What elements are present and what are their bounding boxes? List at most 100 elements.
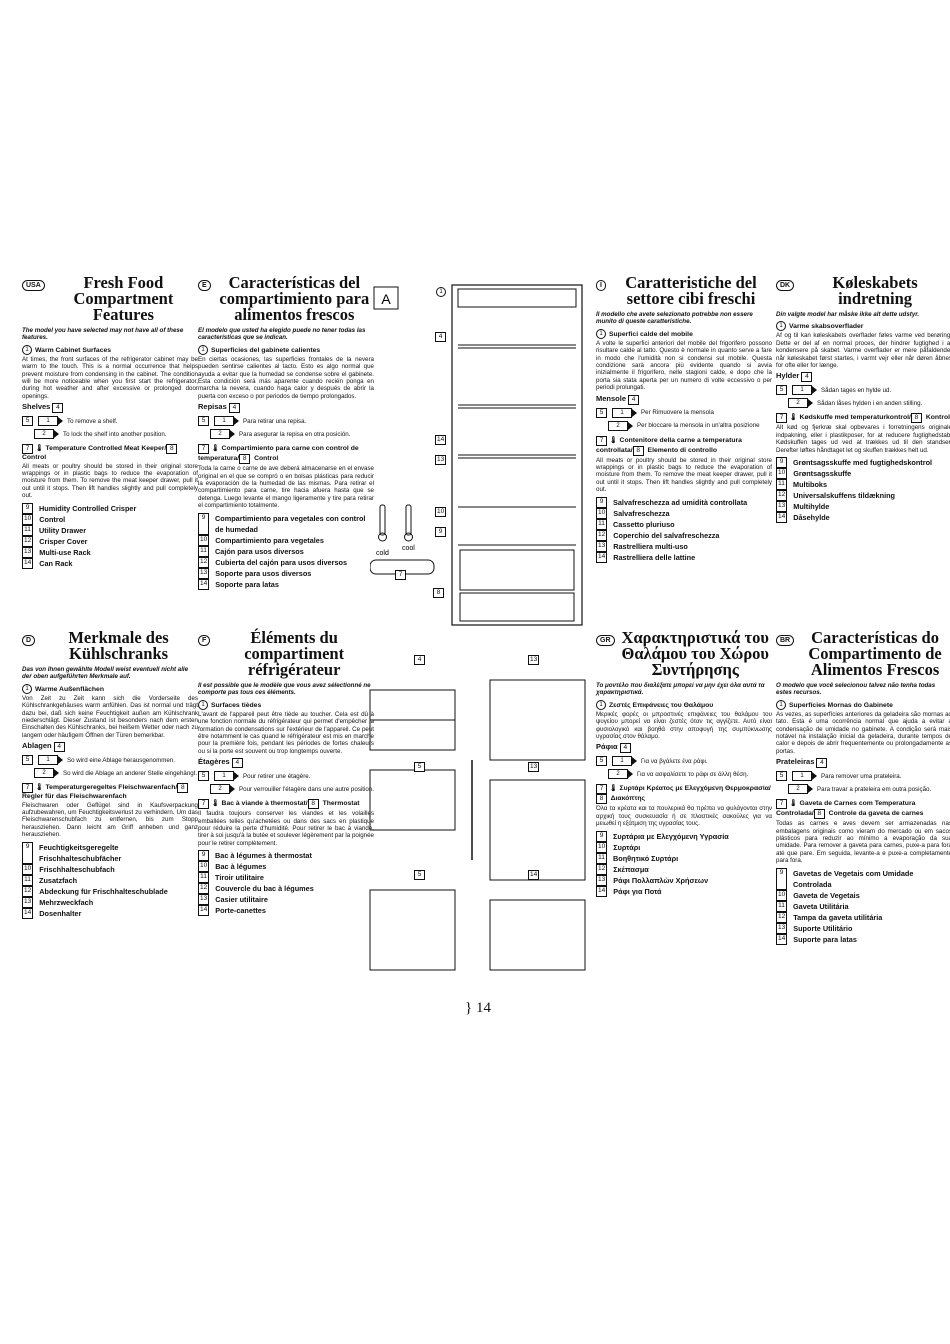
item-label: Abdeckung für Frischhalteschublade bbox=[39, 886, 168, 896]
section-title: Características do Compartimento de Alim… bbox=[808, 628, 942, 679]
temperature-control-heading: 7🌡 Bac à viande à thermostat/8 Thermosta… bbox=[198, 799, 374, 810]
item-number: 11 bbox=[776, 900, 787, 912]
item-label: Universalskuffens tildækning bbox=[793, 491, 896, 501]
item-number: 10 bbox=[22, 513, 34, 525]
language-badge: USA bbox=[22, 280, 45, 291]
figure-a-label-box bbox=[373, 286, 399, 310]
item-number: 13 bbox=[776, 922, 788, 934]
callout-number: 1 bbox=[198, 699, 208, 710]
fig-b-callout-5a: 5 bbox=[414, 762, 427, 772]
language-badge: I bbox=[596, 280, 606, 291]
thermometer-icons bbox=[370, 504, 435, 575]
item-number: 14 bbox=[22, 557, 34, 569]
cool-label: cool bbox=[402, 545, 415, 552]
item-label: Cubierta del cajón para usos diversos bbox=[215, 557, 348, 567]
control-panel bbox=[457, 288, 577, 308]
paragraph: A volte le superfici anteriori del mobil… bbox=[596, 339, 772, 392]
shelves-heading: Ράφια 4 bbox=[596, 743, 772, 754]
item-label: Control bbox=[39, 514, 66, 524]
language-badge: BR bbox=[776, 635, 795, 646]
temperature-control-heading: 7🌡 Contenitore della carne a temperatura… bbox=[596, 435, 742, 456]
item-number: 11 bbox=[22, 524, 33, 536]
item-label: Porte-canettes bbox=[215, 906, 266, 916]
item-label: Humidity Controlled Crisper bbox=[39, 503, 137, 513]
paragraph: Il faudra toujours conserver les viandes… bbox=[198, 810, 374, 847]
item-label: Compartimiento para vegetales con contro… bbox=[215, 513, 366, 534]
temperature-control-heading: 7🌡 Temperaturgeregeltes Fleischwarenfach… bbox=[22, 783, 198, 800]
item-label: Bac à légumes à thermostat bbox=[215, 851, 312, 861]
fig-b-callout-13b: 13 bbox=[528, 762, 540, 772]
temperature-control-heading: 7🌡 Temperature Controlled Meat Keeper/8 … bbox=[22, 444, 198, 461]
paragraph: All meats or poultry should be stored in… bbox=[22, 462, 198, 500]
item-number: 11 bbox=[596, 518, 607, 530]
callout-number: 1 bbox=[596, 699, 606, 710]
callout-number: 1 bbox=[776, 699, 786, 710]
item-number: 14 bbox=[22, 907, 34, 919]
item-number: 9 bbox=[22, 841, 33, 864]
section-title: Características del compartimiento para … bbox=[219, 273, 370, 324]
list-item: 10 Control bbox=[22, 513, 198, 525]
arrow-icon: 2 bbox=[788, 398, 813, 409]
item-number: 13 bbox=[22, 546, 34, 558]
item-number: 12 bbox=[596, 529, 608, 541]
arrow-icon: 2 bbox=[608, 769, 633, 780]
fig-b-callout-4: 4 bbox=[414, 655, 427, 665]
section-br: BR Características do Compartimento de Al… bbox=[776, 628, 950, 945]
item-number: 12 bbox=[198, 883, 210, 895]
section-header: BR Características do Compartimento de Al… bbox=[776, 628, 950, 679]
list-item: 11 Cassetto pluriuso bbox=[596, 518, 772, 530]
item-label: Bac à légumes bbox=[215, 862, 267, 872]
item-number: 14 bbox=[198, 905, 210, 917]
item-number: 10 bbox=[198, 534, 210, 546]
figure-a-label: A bbox=[381, 291, 391, 307]
item-number: 13 bbox=[776, 501, 788, 513]
item-label: Σκέπασμα bbox=[613, 864, 649, 874]
item-number: 10 bbox=[198, 861, 210, 873]
section-title: Χαρακτηριστικά του Θαλάμου του Χώρου Συν… bbox=[621, 628, 769, 679]
item-label: Cassetto pluriuso bbox=[613, 519, 675, 529]
item-number: 10 bbox=[776, 889, 788, 901]
intro-note: Il modello che avete selezionato potrebb… bbox=[596, 311, 753, 326]
intro-note: Το μοντέλο που διαλέξατε μπορεί να μην έ… bbox=[596, 682, 765, 697]
paragraph: All meats or poultry should be stored in… bbox=[596, 456, 772, 494]
item-label: Rastrelliera multi-uso bbox=[613, 541, 688, 551]
paragraph: Fleischwaren oder Geflügel sind in Kaufs… bbox=[22, 801, 198, 839]
item-label: Gaveta Utilitária bbox=[793, 901, 849, 911]
section-title: Køleskabets indretning bbox=[832, 273, 918, 308]
callout-number: 1 bbox=[22, 344, 32, 355]
item-label: Zusatzfach bbox=[39, 875, 78, 885]
shelves-heading: Mensole 4 bbox=[596, 394, 772, 405]
arrow-icon: 2 bbox=[34, 768, 59, 779]
shelves-heading: Prateleiras 4 bbox=[776, 758, 950, 769]
